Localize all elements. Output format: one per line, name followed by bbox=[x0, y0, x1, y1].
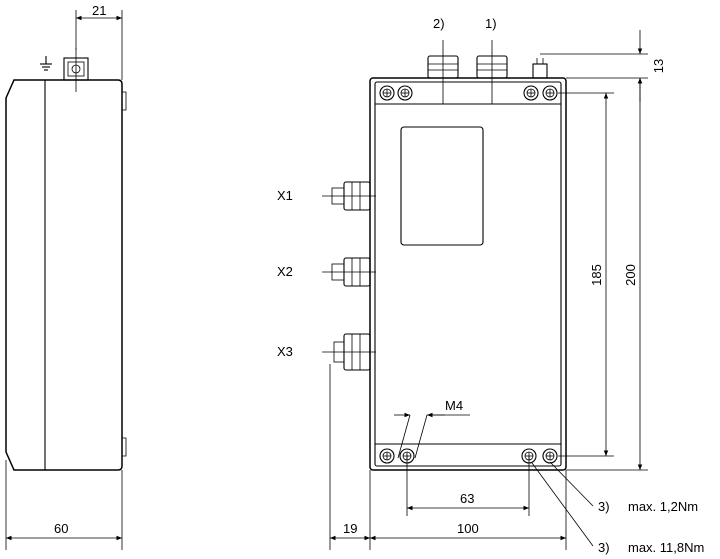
screw-top-right bbox=[523, 85, 539, 101]
m4-annotation: M4 bbox=[394, 398, 470, 459]
side-hinge-top bbox=[122, 91, 127, 111]
top-connector-1-label: 1) bbox=[485, 16, 497, 31]
dimension-60-label: 60 bbox=[54, 521, 68, 536]
connector-x2-label: X2 bbox=[277, 264, 293, 279]
connector-x3 bbox=[322, 333, 376, 371]
side-top-connector bbox=[63, 48, 89, 92]
side-view: 21 60 bbox=[5, 3, 127, 550]
display-window bbox=[400, 126, 484, 246]
top-connector-2 bbox=[427, 40, 459, 104]
connector-x2 bbox=[322, 257, 376, 287]
dimension-100-label: 100 bbox=[457, 521, 479, 536]
dimension-63-label: 63 bbox=[460, 491, 474, 506]
screw-top-left bbox=[379, 85, 395, 101]
screw-bottom-left bbox=[379, 448, 395, 464]
front-housing-outline bbox=[369, 77, 567, 471]
dimension-21-label: 21 bbox=[92, 3, 106, 18]
dimension-13-label: 13 bbox=[651, 59, 666, 73]
torque-leaders bbox=[531, 461, 594, 547]
torque-note-1-text: max. 1,2Nm bbox=[628, 499, 698, 514]
side-housing-outline bbox=[5, 79, 123, 471]
m4-label: M4 bbox=[445, 398, 463, 413]
top-connector-2-label: 2) bbox=[433, 16, 445, 31]
connector-x1-label: X1 bbox=[277, 188, 293, 203]
connector-x1 bbox=[322, 181, 376, 211]
dimension-19-label: 19 bbox=[343, 521, 357, 536]
torque-note-2-text: max. 11,8Nm bbox=[628, 540, 704, 555]
dimension-185: 185 bbox=[558, 92, 614, 457]
dimension-200-label: 200 bbox=[623, 264, 638, 286]
dimension-63: 63 bbox=[406, 456, 530, 516]
side-hinge-bottom bbox=[122, 437, 127, 457]
front-view: 2) 1) X1 X2 X3 bbox=[277, 16, 704, 555]
torque-note-2-ref: 3) bbox=[598, 540, 610, 555]
top-connector-1 bbox=[476, 40, 508, 104]
front-housing-inner bbox=[374, 81, 562, 467]
screw-top-right-2 bbox=[542, 85, 558, 101]
top-ground-terminal bbox=[532, 58, 548, 79]
dimension-13: 13 bbox=[540, 30, 666, 102]
dimension-185-label: 185 bbox=[589, 264, 604, 286]
dimension-200: 200 bbox=[566, 78, 648, 471]
dimension-19-100: 19 100 bbox=[329, 364, 567, 550]
screw-top-left-2 bbox=[397, 85, 413, 101]
dimension-60: 60 bbox=[5, 460, 123, 550]
ground-icon bbox=[40, 56, 52, 71]
dimension-21: 21 bbox=[75, 3, 123, 80]
torque-note-1-ref: 3) bbox=[598, 499, 610, 514]
connector-x3-label: X3 bbox=[277, 344, 293, 359]
screw-bottom-right-2 bbox=[542, 448, 558, 464]
